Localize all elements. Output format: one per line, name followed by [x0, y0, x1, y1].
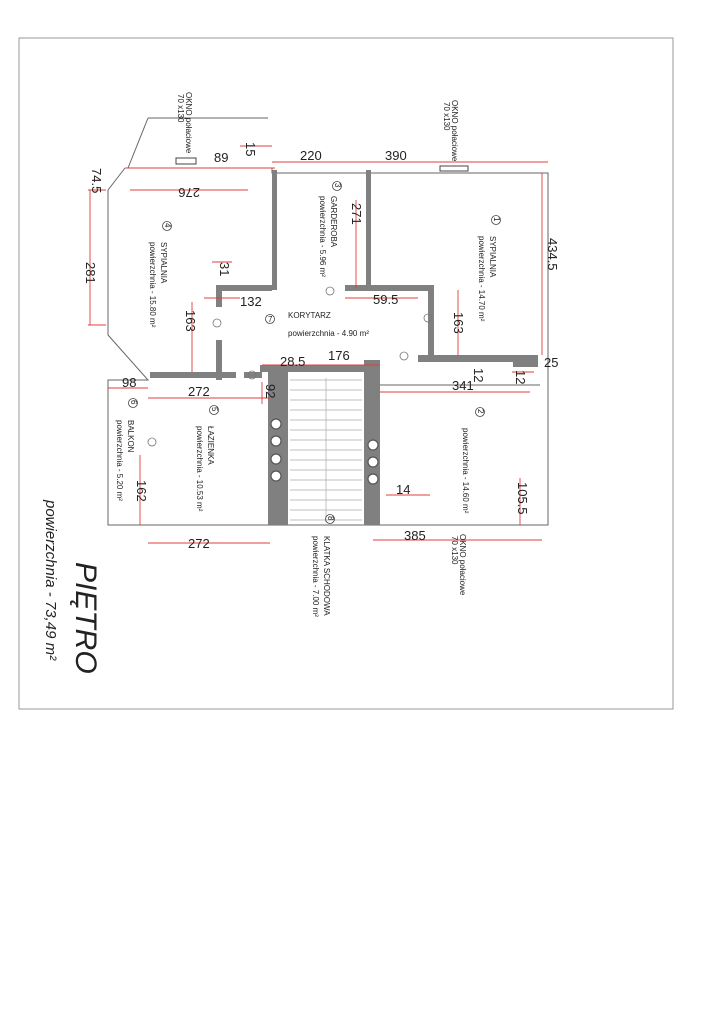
svg-text:GARDEROBA: GARDEROBA	[329, 196, 338, 248]
dim-92: 92	[263, 384, 278, 398]
dimension-lines	[88, 145, 548, 544]
svg-text:powierzchnia - 15.80 m²: powierzchnia - 15.80 m²	[148, 242, 157, 328]
svg-text:6: 6	[129, 400, 138, 405]
room-7: 7 KORYTARZ powierzchnia - 4.90 m²	[265, 311, 369, 338]
svg-text:powierzchnia - 4.90 m²: powierzchnia - 4.90 m²	[288, 329, 369, 338]
svg-text:powierzchnia - 7.00 m²: powierzchnia - 7.00 m²	[311, 536, 320, 617]
dim-390: 390	[385, 148, 407, 163]
svg-text:4: 4	[163, 223, 172, 228]
svg-text:SYPIALNIA: SYPIALNIA	[488, 236, 497, 278]
dim-281: 281	[83, 262, 98, 284]
dim-31: 31	[217, 262, 232, 276]
dim-74-5: 74.5	[89, 168, 104, 193]
dim-272-bottom: 272	[188, 536, 210, 551]
dim-163-left: 163	[183, 310, 198, 332]
window-label-3: OKNO połaciowe 70 x130	[450, 534, 467, 596]
dim-220: 220	[300, 148, 322, 163]
svg-text:SYPIALNIA: SYPIALNIA	[159, 242, 168, 284]
svg-text:2: 2	[476, 409, 485, 414]
svg-text:powierzchnia - 5.20 m²: powierzchnia - 5.20 m²	[115, 420, 124, 501]
dim-12-b: 12	[513, 370, 528, 384]
room-2: 2 powierzchnia - 14.60 m²	[461, 407, 485, 514]
svg-text:70 x130: 70 x130	[450, 536, 459, 565]
svg-text:powierzchnia - 14.60 m²: powierzchnia - 14.60 m²	[461, 428, 470, 514]
svg-text:powierzchnia - 10.53 m²: powierzchnia - 10.53 m²	[195, 426, 204, 512]
room-8: 8 KLATKA SCHODOWA powierzchnia - 7.00 m²	[311, 514, 335, 617]
dim-271: 271	[349, 203, 364, 225]
svg-text:70 x130: 70 x130	[442, 102, 451, 131]
dim-15: 15	[243, 142, 258, 156]
svg-text:8: 8	[326, 516, 335, 521]
dim-59-5: 59.5	[373, 292, 398, 307]
dim-98: 98	[122, 375, 136, 390]
window-glyphs	[175, 157, 469, 172]
dim-28-5: 28.5	[280, 354, 305, 369]
light-fixtures	[147, 286, 433, 447]
dim-132: 132	[240, 294, 262, 309]
svg-text:OKNO połaciowe: OKNO połaciowe	[450, 100, 459, 162]
svg-text:7: 7	[268, 315, 273, 324]
dim-276: 276	[178, 185, 200, 200]
svg-text:BALKON: BALKON	[126, 420, 135, 453]
room-6: 6 BALKON powierzchnia - 5.20 m²	[115, 398, 138, 501]
floor-title: PIĘTRO	[69, 562, 102, 674]
dim-272-top: 272	[188, 384, 210, 399]
svg-text:1: 1	[492, 217, 501, 222]
svg-text:KORYTARZ: KORYTARZ	[288, 311, 331, 320]
dim-341: 341	[452, 378, 474, 393]
svg-text:OKNO połaciowe: OKNO połaciowe	[184, 92, 193, 154]
dim-162: 162	[134, 480, 149, 502]
window-label-2: OKNO połaciowe 70 x130	[442, 100, 459, 162]
dim-14: 14	[396, 482, 410, 497]
room-3: 3 GARDEROBA powierzchnia - 5.96 m²	[318, 181, 342, 277]
svg-text:70 x130: 70 x130	[176, 94, 185, 123]
dim-105-5: 105.5	[515, 482, 530, 515]
window-label-1: OKNO połaciowe 70 x130	[176, 92, 193, 154]
svg-text:ŁAZIENKA: ŁAZIENKA	[206, 426, 215, 465]
svg-text:powierzchnia - 5.96 m²: powierzchnia - 5.96 m²	[318, 196, 327, 277]
drawing-frame	[18, 37, 674, 710]
dim-12-a: 12	[471, 368, 486, 382]
stair-pillars	[270, 418, 379, 485]
room-4: 4 SYPIALNIA powierzchnia - 15.80 m²	[148, 221, 172, 328]
svg-text:OKNO połaciowe: OKNO połaciowe	[458, 534, 467, 596]
svg-text:KLATKA SCHODOWA: KLATKA SCHODOWA	[322, 536, 331, 616]
dim-434-5: 434.5	[545, 238, 560, 271]
room-1: 1 SYPIALNIA powierzchnia - 14.70 m²	[477, 215, 501, 322]
svg-text:5: 5	[210, 407, 219, 412]
floor-area: powierzchnia - 73,49 m²	[42, 499, 59, 661]
svg-text:powierzchnia - 14.70 m²: powierzchnia - 14.70 m²	[477, 236, 486, 322]
dim-385: 385	[404, 528, 426, 543]
svg-text:3: 3	[333, 183, 342, 188]
stair-treads	[290, 378, 362, 522]
building-outline	[107, 117, 549, 526]
dim-163-right: 163	[451, 312, 466, 334]
dim-89: 89	[214, 150, 228, 165]
dim-176: 176	[328, 348, 350, 363]
dim-25: 25	[544, 355, 558, 370]
room-5: 5 ŁAZIENKA powierzchnia - 10.53 m²	[195, 405, 219, 512]
